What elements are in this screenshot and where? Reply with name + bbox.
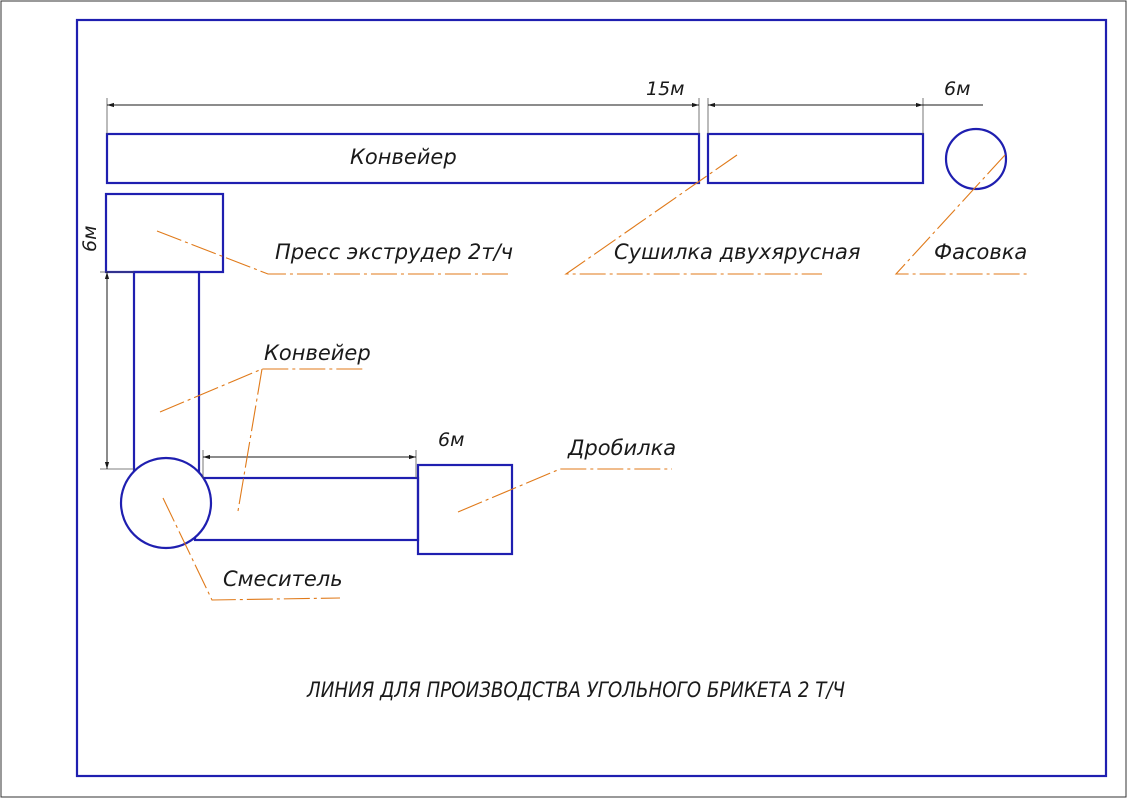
- sheet-inner-frame: [75, 18, 1108, 778]
- leader-crusher: [457, 468, 672, 513]
- dryer: [706, 132, 925, 185]
- leader-conveyor-side-b: [237, 368, 263, 512]
- dim-label-6m-top: 6м: [944, 78, 970, 100]
- leader-mixer: [162, 497, 341, 601]
- label-conveyor-side: Конвейер: [264, 341, 371, 365]
- conveyor-top-label: Конвейер: [350, 145, 457, 169]
- press-extruder: [104, 192, 225, 274]
- leader-press: [156, 230, 510, 275]
- crusher: [416, 463, 514, 556]
- label-dryer: Сушилка двухярусная: [614, 240, 861, 264]
- label-crusher: Дробилка: [567, 436, 676, 460]
- conveyor-top: [105, 132, 701, 185]
- leader-packing: [894, 154, 1028, 275]
- label-mixer: Смеситель: [223, 567, 343, 591]
- packing-unit: [944, 127, 1008, 191]
- label-packing: Фасовка: [934, 240, 1027, 264]
- dim-label-6m-vertical: 6м: [79, 226, 101, 252]
- leader-dryer: [564, 154, 822, 275]
- conveyor-horizontal: [193, 476, 420, 542]
- dim-label-15m: 15м: [646, 78, 685, 100]
- label-press: Пресс экструдер 2т/ч: [275, 240, 513, 264]
- leader-conveyor-side-a: [159, 368, 365, 413]
- conveyor-vertical: [132, 270, 201, 474]
- dim-label-6m-bottom: 6м: [438, 429, 464, 451]
- drawing-title: ЛИНИЯ ДЛЯ ПРОИЗВОДСТВА УГОЛЬНОГО БРИКЕТА…: [306, 678, 845, 702]
